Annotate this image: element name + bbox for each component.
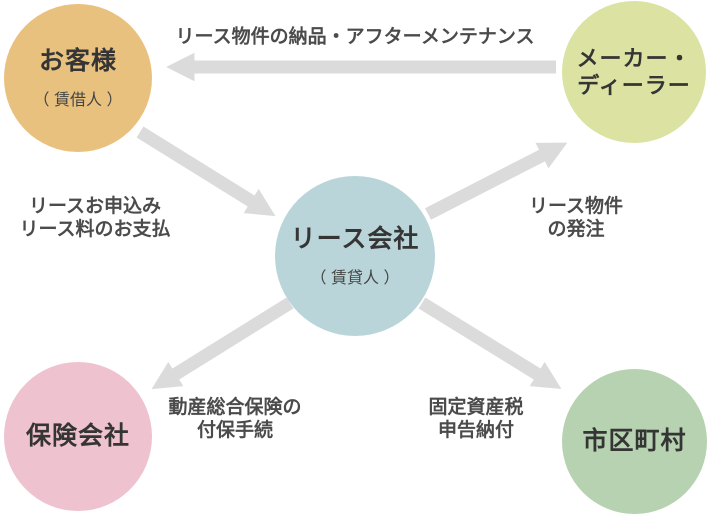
node-insurance-company: 保険会社 [4,362,152,511]
customer-title: お客様 [38,46,117,75]
insurance-label-line1: 動産総合保険の [168,396,302,418]
order-arrow-label: リース物件 の発注 [529,195,623,241]
delivery-arrow-label: リース物件の納品・アフターメンテナンス [175,26,535,48]
application-arrow-label: リースお申込み リース料のお支払 [19,195,170,241]
maker-dealer-title-line1: メーカー・ [576,45,692,71]
tax-label-line2: 申告納付 [437,420,515,441]
application-label-line2: リース料のお支払 [19,219,171,240]
insurance-company-title: 保険会社 [25,421,130,450]
insurance-label-line2: 付保手続 [196,420,274,441]
node-maker-dealer: メーカー・ ディーラー [562,1,706,143]
tax-arrow [418,297,562,390]
node-customer: お客様 （ 賃借人 ） [4,4,152,152]
tax-arrow-label: 固定資産税 申告納付 [428,396,523,442]
lease-company-subtitle: （ 賃貸人 ） [310,270,400,288]
maker-dealer-title-line2: ディーラー [577,73,691,98]
lease-company-title: リース会社 [290,224,420,253]
municipality-title: 市区町村 [582,426,687,455]
insurance-arrow [151,297,294,390]
order-label-line2: の発注 [547,219,605,240]
customer-subtitle: （ 賃借人 ） [33,92,123,110]
node-municipality: 市区町村 [562,369,707,514]
application-label-line1: リースお申込み [28,195,162,217]
order-arrow [425,142,568,220]
node-lease-company: リース会社 （ 賃貸人 ） [275,176,435,336]
order-label-line1: リース物件 [528,195,624,217]
tax-label-line1: 固定資産税 [428,396,524,418]
insurance-arrow-label: 動産総合保険の 付保手続 [168,396,301,442]
application-arrow [136,126,276,217]
